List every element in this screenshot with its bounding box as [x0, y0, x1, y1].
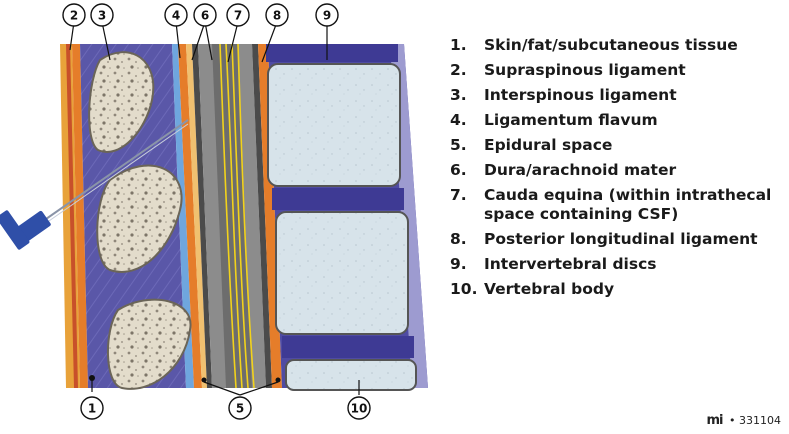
legend-item: 8. Posterior longitudinal ligament — [450, 230, 784, 249]
callout-10: 10 — [351, 402, 368, 416]
callout-5: 5 — [236, 402, 244, 416]
legend-number: 4. — [450, 111, 467, 129]
callout-numbers: 1 2 3 4 5 6 7 8 9 10 — [70, 9, 368, 416]
legend-number: 3. — [450, 86, 467, 104]
vertebral-bodies — [267, 63, 417, 391]
legend-number: 10. — [450, 280, 478, 298]
legend-label: Cauda equina (within intrathecal space c… — [484, 186, 772, 223]
callout-4: 4 — [172, 9, 180, 23]
callout-1: 1 — [88, 402, 96, 416]
callout-lines — [69, 21, 360, 396]
figure-code: 331104 — [739, 414, 781, 427]
image-credit: mi • 331104 — [706, 413, 781, 428]
callout-3: 3 — [98, 9, 106, 23]
callout-end-dots — [89, 375, 281, 383]
legend-number: 2. — [450, 61, 467, 79]
intervertebral-discs — [266, 44, 414, 358]
legend-number: 1. — [450, 36, 467, 54]
spinal-anatomy-diagram: 1 2 3 4 5 6 7 8 9 10 — [0, 3, 428, 420]
publisher-logo: mi — [706, 413, 723, 428]
legend-item: 3. Interspinous ligament — [450, 86, 784, 105]
legend-list: 1. Skin/fat/subcutaneous tissue 2. Suprasp… — [450, 36, 784, 305]
legend-number: 9. — [450, 255, 467, 273]
legend-number: 7. — [450, 186, 467, 204]
legend-label: Ligamentum flavum — [484, 111, 658, 129]
legend-label: Epidural space — [484, 136, 613, 154]
legend-item: 6. Dura/arachnoid mater — [450, 161, 784, 180]
callout-8: 8 — [273, 9, 281, 23]
legend-label: Supraspinous ligament — [484, 61, 686, 79]
legend-number: 5. — [450, 136, 467, 154]
legend-label: Dura/arachnoid mater — [484, 161, 677, 179]
callout-7: 7 — [234, 9, 242, 23]
spinal-needle — [0, 119, 189, 250]
callout-markers — [62, 3, 371, 420]
legend-label: Intervertebral discs — [484, 255, 657, 273]
legend-item: 2. Supraspinous ligament — [450, 61, 784, 80]
legend-number: 6. — [450, 161, 467, 179]
legend-label: Interspinous ligament — [484, 86, 677, 104]
callout-9: 9 — [323, 9, 331, 23]
legend-item: 7. Cauda equina (within intrathecal space… — [450, 186, 784, 224]
legend-number: 8. — [450, 230, 467, 248]
legend-item: 5. Epidural space — [450, 136, 784, 155]
legend-label: Posterior longitudinal ligament — [484, 230, 758, 248]
legend-item: 10. Vertebral body — [450, 280, 784, 299]
credit-separator: • — [729, 414, 736, 427]
legend-item: 4. Ligamentum flavum — [450, 111, 784, 130]
callout-2: 2 — [70, 9, 78, 23]
legend-item: 1. Skin/fat/subcutaneous tissue — [450, 36, 784, 55]
spinous-processes — [88, 51, 192, 390]
legend-label: Vertebral body — [484, 280, 615, 298]
callout-6: 6 — [201, 9, 209, 23]
cauda-equina-nerves — [219, 43, 255, 389]
legend-item: 9. Intervertebral discs — [450, 255, 784, 274]
legend-label: Skin/fat/subcutaneous tissue — [484, 36, 738, 54]
